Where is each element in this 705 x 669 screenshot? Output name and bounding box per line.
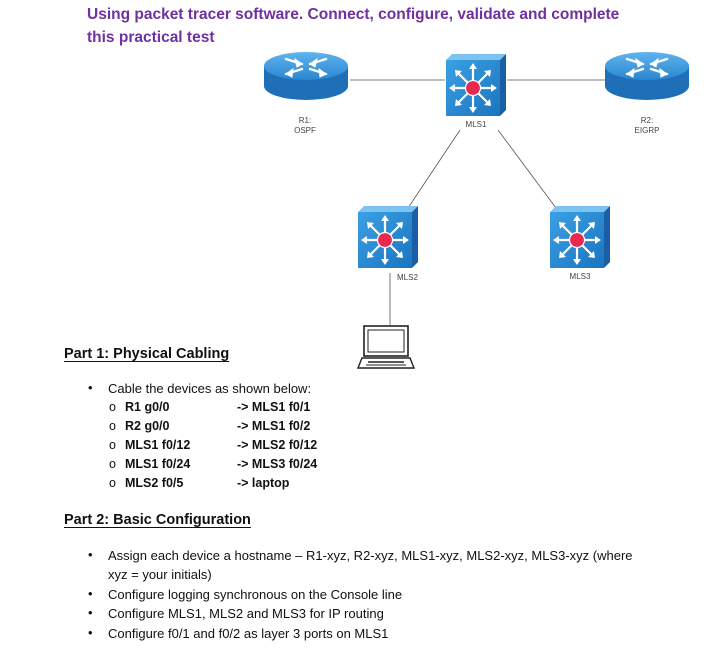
connection-from: R1 g0/0 — [125, 400, 170, 414]
r1-label-line2: OSPF — [294, 126, 316, 135]
r1-label-line1: R1: — [299, 116, 311, 125]
network-topology-diagram: R1: OSPF MLS1 R2: EIGRP MLS2 MLS3 — [262, 50, 691, 369]
link-mls1-mls3 — [497, 129, 557, 209]
part2-heading: Part 2: Basic Configuration — [64, 512, 251, 528]
mls3-label: MLS3 — [570, 272, 591, 281]
circle-bullet-icon: o — [109, 476, 116, 490]
mls1-label: MLS1 — [466, 120, 487, 129]
links — [350, 79, 605, 325]
connection-from: MLS1 f0/12 — [125, 438, 191, 452]
router-icon — [603, 50, 691, 102]
bullet-icon: • — [88, 380, 93, 395]
part2-item: Assign each device a hostname – R1-xyz, … — [108, 548, 633, 582]
connection-to: -> laptop — [237, 476, 290, 490]
circle-bullet-icon: o — [109, 400, 116, 414]
r2-label-line1: R2: — [641, 116, 653, 125]
bullet-icon: • — [88, 625, 93, 640]
connection-from: MLS1 f0/24 — [125, 457, 191, 471]
part1-heading: Part 1: Physical Cabling — [64, 346, 230, 362]
laptop-icon — [356, 325, 416, 369]
connection-to: -> MLS1 f0/2 — [237, 419, 311, 433]
connection-to: -> MLS3 f0/24 — [237, 457, 318, 471]
bullet-icon: • — [88, 586, 93, 601]
connection-to: -> MLS2 f0/12 — [237, 438, 318, 452]
bullet-icon: • — [88, 547, 93, 562]
r2-label-line2: EIGRP — [635, 126, 660, 135]
multilayer-switch-icon — [356, 204, 420, 270]
circle-bullet-icon: o — [109, 438, 116, 452]
part2-item: Configure MLS1, MLS2 and MLS3 for IP rou… — [108, 606, 384, 621]
part2-item: Configure logging synchronous on the Con… — [108, 587, 403, 602]
connection-from: R2 g0/0 — [125, 419, 170, 433]
link-mls1-mls2 — [407, 129, 461, 209]
circle-bullet-icon: o — [109, 457, 116, 471]
document-title: Using packet tracer software. Connect, c… — [87, 6, 620, 46]
circle-bullet-icon: o — [109, 419, 116, 433]
mls2-label: MLS2 — [397, 273, 418, 282]
part1-intro: Cable the devices as shown below: — [108, 381, 312, 396]
connection-to: -> MLS1 f0/1 — [237, 400, 311, 414]
multilayer-switch-icon — [444, 52, 508, 118]
connection-from: MLS2 f0/5 — [125, 476, 184, 490]
router-icon — [262, 50, 350, 102]
part2-item: Configure f0/1 and f0/2 as layer 3 ports… — [108, 626, 389, 641]
multilayer-switch-icon — [548, 204, 612, 270]
bullet-icon: • — [88, 605, 93, 620]
